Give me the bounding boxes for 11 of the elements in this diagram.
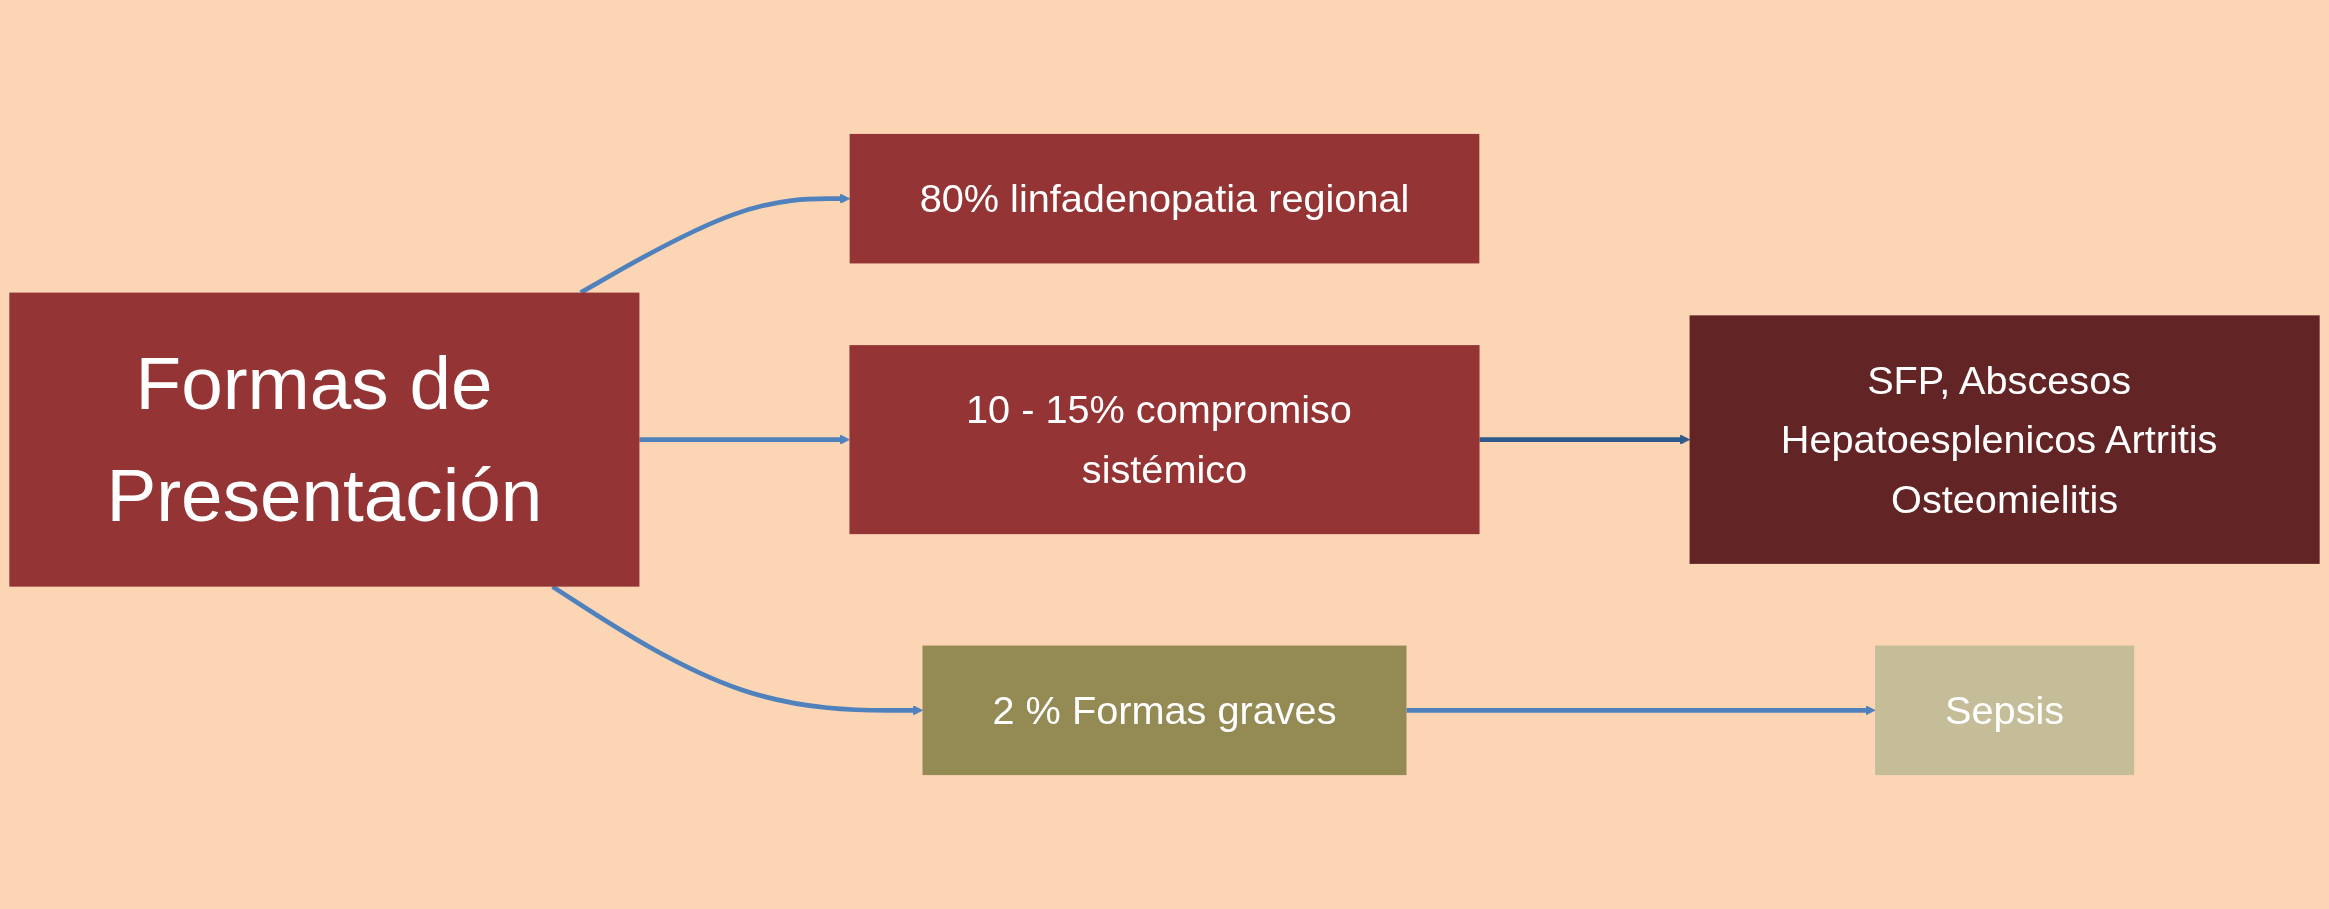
arrow bbox=[579, 193, 851, 295]
arrow bbox=[639, 434, 850, 445]
node-box: SFP, Abscesos Hepatoesplenicos Artritis Osteomielitis bbox=[1689, 315, 2320, 564]
node-box: 10 - 15% compromiso sistémico bbox=[849, 345, 1480, 535]
node-box: 2 % Formas graves bbox=[922, 645, 1407, 776]
node-box: 80% linfadenopatia regional bbox=[849, 133, 1480, 264]
arrow bbox=[1479, 434, 1691, 445]
arrow bbox=[551, 584, 923, 716]
node-box: Formas de Presentación bbox=[9, 292, 640, 587]
node-box: Sepsis bbox=[1875, 645, 2135, 776]
arrow bbox=[1406, 705, 1876, 716]
